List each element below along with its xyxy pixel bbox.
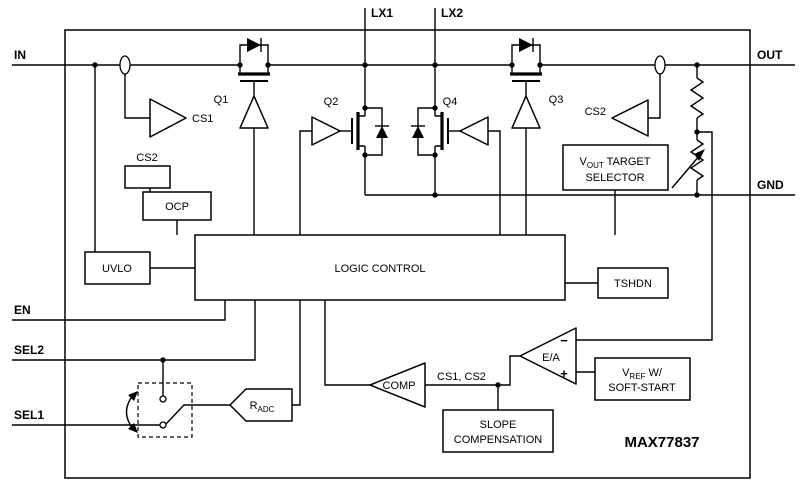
wires xyxy=(12,8,795,426)
uvlo-label: UVLO xyxy=(102,263,132,275)
pin-label-out: OUT xyxy=(757,48,783,62)
toggle-arrowhead-down xyxy=(128,423,138,433)
error-amp-plus: + xyxy=(560,366,568,381)
transistor-q4 xyxy=(411,107,489,156)
cs1-amplifier-icon xyxy=(149,98,187,138)
pot-wiper-arrow-line xyxy=(671,154,701,189)
feedback-resistor-divider xyxy=(671,77,705,189)
junction-dots xyxy=(92,62,700,388)
sel1-mode-switch xyxy=(125,382,193,438)
resistor-adjustable xyxy=(689,139,705,181)
cs2-left-block xyxy=(124,165,171,189)
cs-inputs-label: CS1, CS2 xyxy=(437,371,486,383)
switch-terminal-top xyxy=(159,395,167,403)
transistor-q1 xyxy=(238,38,270,129)
q3-body-diode-icon xyxy=(519,38,533,52)
vout-selector-label-line1: VOUT TARGET xyxy=(580,156,651,170)
comparator-icon xyxy=(369,362,426,408)
comp-label: COMP xyxy=(383,380,416,392)
cs2-left-label: CS2 xyxy=(136,152,157,164)
transistor-q2 xyxy=(311,107,389,156)
pin-label-en: EN xyxy=(14,303,31,317)
q2-body-diode-icon xyxy=(376,126,388,138)
q4-body-diode-icon xyxy=(412,126,424,138)
logic-control-label: LOGIC CONTROL xyxy=(334,263,425,275)
pin-label-lx2: LX2 xyxy=(441,6,463,20)
output-sense-element-icon xyxy=(654,55,666,75)
input-sense-element-icon xyxy=(119,55,131,75)
pin-label-sel2: SEL2 xyxy=(14,343,44,357)
vout-target-selector-block xyxy=(562,144,669,191)
error-amp-minus: − xyxy=(560,333,568,348)
vref-soft-start-block xyxy=(594,357,691,401)
logic-control-block xyxy=(194,234,566,301)
vref-label-line2: SOFT-START xyxy=(608,382,676,394)
q3-label: Q3 xyxy=(549,94,564,106)
pin-label-lx1: LX1 xyxy=(371,6,393,20)
cs1-label: CS1 xyxy=(192,113,213,125)
ocp-label: OCP xyxy=(165,201,189,213)
radc-label: RADC xyxy=(250,400,275,414)
tshdn-block xyxy=(597,267,669,299)
q2-gate-driver-icon xyxy=(311,116,341,146)
radc-block-icon xyxy=(229,388,293,422)
error-amp-label: E/A xyxy=(542,352,560,364)
part-number: MAX77837 xyxy=(624,434,699,451)
cs2-amplifier-icon xyxy=(611,99,649,137)
pin-label-sel1: SEL1 xyxy=(14,408,44,422)
tshdn-label: TSHDN xyxy=(614,278,652,290)
slope-label-line1: SLOPE xyxy=(480,419,517,431)
switch-terminal-bottom xyxy=(159,421,167,429)
q2-label: Q2 xyxy=(324,96,339,108)
error-amplifier-icon xyxy=(519,327,577,385)
slope-label-line2: COMPENSATION xyxy=(454,434,542,446)
q4-label: Q4 xyxy=(443,96,458,108)
transistor-q3 xyxy=(510,38,542,129)
cs2-right-label: CS2 xyxy=(585,106,606,118)
q1-body-diode-icon xyxy=(247,38,261,52)
q3-gate-driver-icon xyxy=(511,95,541,129)
vref-label-line1: VREF W/ xyxy=(622,367,663,381)
q1-gate-driver-icon xyxy=(239,95,269,129)
switch-dashed-outline xyxy=(137,382,193,438)
q1-label: Q1 xyxy=(214,94,229,106)
pin-label-in: IN xyxy=(14,48,26,62)
slope-compensation-block xyxy=(442,409,554,453)
uvlo-block xyxy=(84,251,151,285)
toggle-arrowhead-up xyxy=(128,391,138,401)
q4-gate-driver-icon xyxy=(459,116,489,146)
resistor-top xyxy=(689,77,705,119)
pin-label-gnd: GND xyxy=(757,178,784,192)
pot-wiper-arrowhead xyxy=(694,149,705,161)
ocp-block xyxy=(142,191,212,221)
vout-selector-label-line2: SELECTOR xyxy=(585,172,644,184)
